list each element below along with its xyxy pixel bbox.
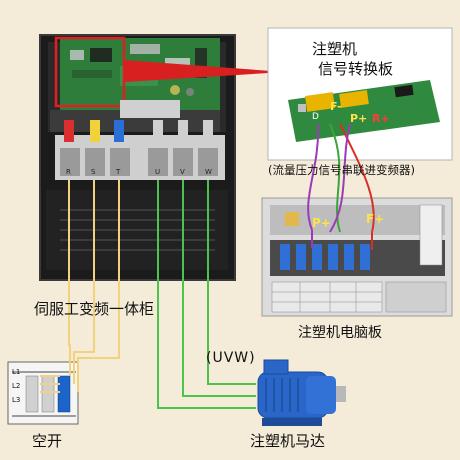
board-title-line-2: 信号转换板 (318, 60, 394, 78)
board-title-line-1: 注塑机 (312, 40, 358, 58)
signal-board-panel (267, 27, 453, 161)
board-terminal-d: D (312, 112, 319, 122)
terminal-s: S (91, 168, 96, 176)
uvw-label: (UVW) (206, 350, 256, 366)
pointer-arrow (124, 60, 285, 82)
terminal-t: T (116, 168, 121, 176)
terminal-block (55, 135, 225, 180)
terminal-u: U (155, 168, 161, 176)
terminal-v: V (180, 168, 185, 176)
computer-board-label: 注塑机电脑板 (298, 325, 382, 341)
breaker-l3: L3 (12, 396, 21, 404)
board-caption: (流量压力信号串联进变频器) (268, 163, 415, 177)
breaker-l1: L1 (12, 368, 21, 376)
cabinet-label: 伺服工变频一体柜 (34, 300, 155, 318)
motor (257, 359, 346, 426)
circuit-breaker (7, 361, 79, 425)
board-terminal-f-minus: F- (330, 100, 342, 113)
board-terminal-p-plus: P+ (350, 112, 368, 125)
breaker-switch (57, 375, 71, 413)
power-wires (40, 180, 120, 393)
terminal-w: W (205, 168, 212, 176)
signal-wires (307, 123, 375, 250)
breaker-l2: L2 (12, 382, 21, 390)
board-terminal-r-plus: R+ (372, 112, 390, 125)
terminal-r: R (66, 168, 71, 176)
computer-terminal-f-plus: F+ (366, 212, 385, 226)
breaker-label: 空开 (32, 432, 63, 450)
computer-terminal-p-plus: P+ (312, 216, 331, 230)
motor-wires (157, 180, 256, 409)
motor-label: 注塑机马达 (250, 432, 326, 450)
computer-board-panel (261, 197, 453, 317)
